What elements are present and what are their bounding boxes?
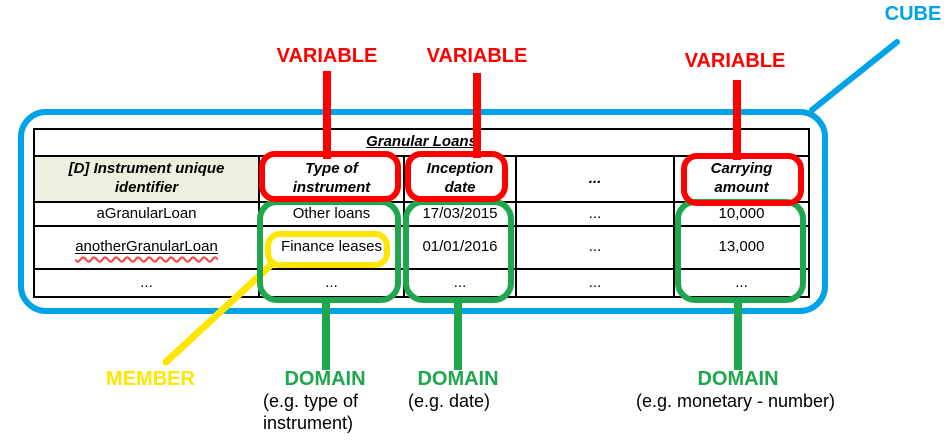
cell-amount: 13,000 [673,225,810,270]
domain-label: DOMAIN [417,368,499,390]
domain-label: DOMAIN [284,368,366,390]
table-title-text: Granular Loans [366,133,477,151]
misspelled-word-wrap: anotherGranularLoan [75,238,218,256]
variable-connector-line [733,80,741,160]
variable-connector-line [323,71,331,159]
variable-label: VARIABLE [684,50,786,72]
cube-label: CUBE [884,3,942,25]
domain-caption-date: (e.g. date) [408,391,491,411]
variable-label: VARIABLE [276,45,378,67]
cube-connector-line [809,39,900,113]
member-outline-finance-leases [265,231,390,268]
cell-date: 01/01/2016 [403,225,517,270]
cell-type: ... [258,268,405,298]
domain-caption-type: (e.g. type of instrument) [263,391,359,433]
cell-ellipsis: ... [515,225,675,270]
column-header-instrument-identifier: [D] Instrument unique identifier [33,155,260,203]
cube-outline [18,109,828,314]
variable-outline-inception-date [405,151,508,202]
domain-connector-line [322,300,330,370]
variable-label: VARIABLE [426,45,528,67]
domain-outline-carrying-amount [675,199,806,303]
domain-connector-line [734,300,742,370]
variable-connector-line [473,73,481,158]
domain-caption-monetary: (e.g. monetary - number) [635,391,836,411]
domain-label: DOMAIN [697,368,779,390]
cell-identifier: aGranularLoan [33,201,260,227]
domain-outline-inception-date [403,199,514,303]
member-label: MEMBER [106,368,195,390]
cell-type: Other loans [258,201,405,227]
cell-ellipsis: ... [515,268,675,298]
variable-outline-type-of-instrument [259,151,401,202]
column-header-ellipsis: ... [515,155,675,203]
variable-outline-carrying-amount [681,153,804,206]
cell-ellipsis: ... [515,201,675,227]
domain-connector-line [454,300,462,370]
